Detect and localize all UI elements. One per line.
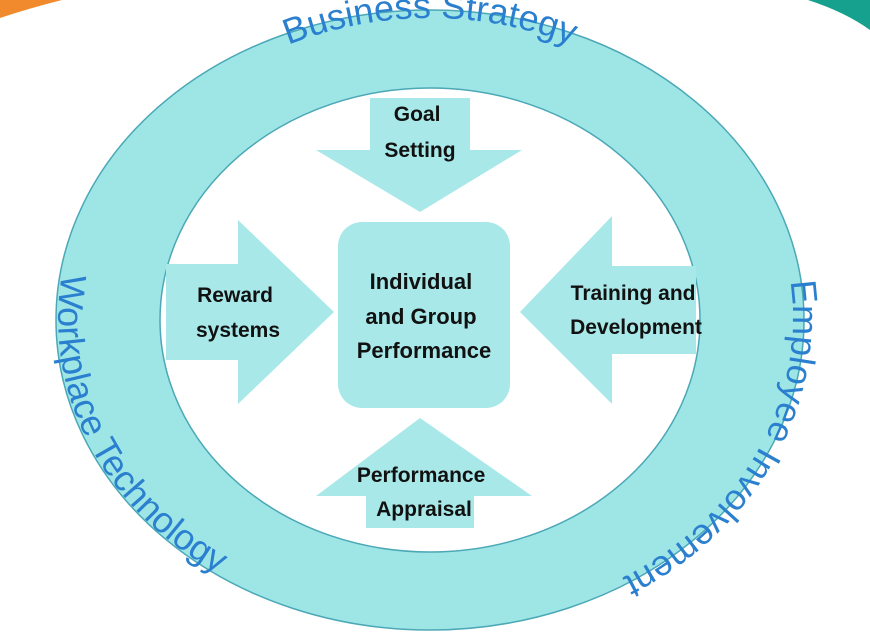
- arrow-training-label: Training and Development: [570, 282, 702, 339]
- outer-ring-edge: [55, 9, 805, 631]
- arrow-reward-line2: systems: [196, 319, 280, 342]
- center-line2: and Group: [365, 304, 476, 329]
- center-line1: Individual: [370, 269, 473, 294]
- arrow-training-line1: Training and: [571, 282, 696, 305]
- arrow-appraisal-line1: Performance: [357, 464, 485, 487]
- corner-accent-left: [0, 0, 62, 18]
- center-box: [338, 222, 510, 408]
- arrow-appraisal-line2: Appraisal: [376, 498, 472, 521]
- arrow-goal-line2: Setting: [384, 139, 455, 162]
- arrow-reward-systems: [166, 220, 334, 404]
- corner-accent-right: [808, 0, 870, 30]
- arrow-goal-setting-label: Goal Setting: [384, 103, 455, 162]
- arrow-reward-systems-label: Reward systems: [196, 284, 280, 342]
- arrow-training-line2: Development: [570, 316, 702, 339]
- arrow-appraisal-label: Performance Appraisal: [357, 464, 491, 521]
- arrow-goal-setting: [316, 98, 522, 212]
- center-line3: Performance: [357, 338, 492, 363]
- arrow-training-development: [520, 216, 696, 404]
- arrow-goal-line1: Goal: [394, 103, 441, 126]
- center-label: Individual and Group Performance: [357, 269, 492, 363]
- arrow-reward-line1: Reward: [197, 284, 273, 307]
- arrow-performance-appraisal: [316, 418, 532, 528]
